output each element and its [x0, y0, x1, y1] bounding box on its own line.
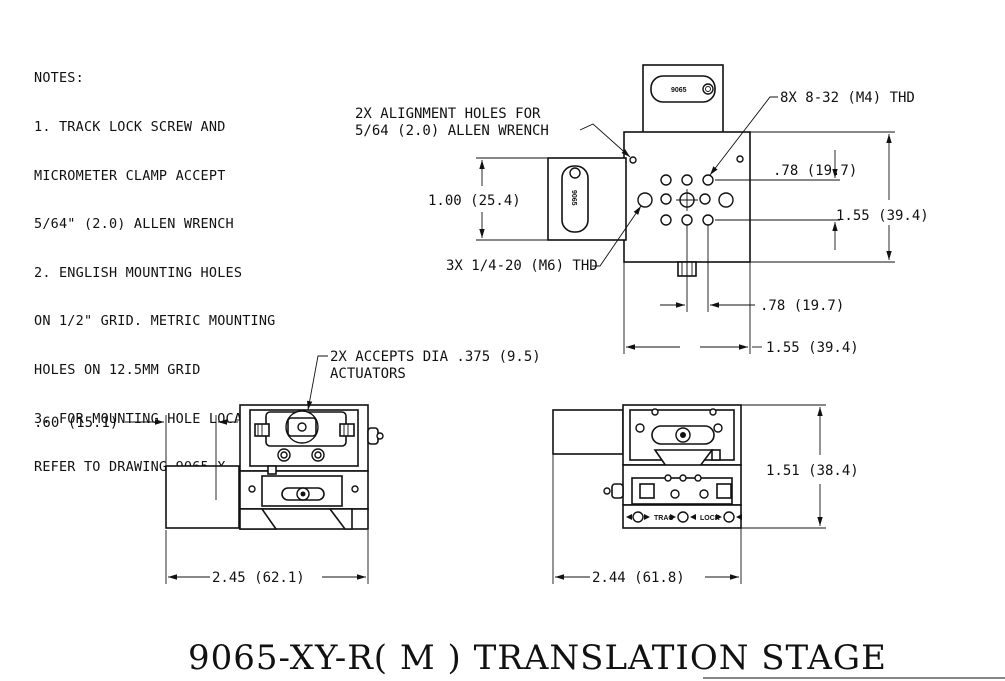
dim-hole-spacing-h: .78 (19.7)	[760, 298, 844, 314]
thread-hole-832	[660, 174, 672, 186]
actuator-label-1: 2X ACCEPTS DIA .375 (9.5)	[330, 349, 541, 365]
thread-hole-832	[660, 193, 672, 205]
drawing-title: 9065-XY-R( M ) TRANSLATION STAGE	[188, 638, 887, 678]
dim-side-height: 1.00 (25.4)	[428, 193, 521, 209]
alignment-holes-label-1: 2X ALIGNMENT HOLES FOR	[355, 106, 541, 122]
top-logo-plate	[650, 75, 716, 103]
actuator-label-2: ACTUATORS	[330, 366, 406, 382]
thread-hole-832	[702, 174, 714, 186]
notes-line-1: 1. TRACK LOCK SCREW AND	[34, 119, 226, 136]
notes-block: NOTES: 1. TRACK LOCK SCREW AND MICROMETE…	[34, 38, 276, 492]
lock-label: LOCK	[700, 515, 720, 522]
top-logo-screw	[702, 83, 714, 95]
thread-hole-832	[681, 174, 693, 186]
thread-hole-1420	[718, 192, 734, 208]
side-left-knob	[611, 483, 624, 499]
thread-hole-832	[699, 193, 711, 205]
dim-front-offset: .60 (15.1)	[34, 415, 118, 431]
top-logo-text: 9065	[671, 87, 687, 94]
thread-8x-label: 8X 8-32 (M4) THD	[780, 90, 915, 106]
alignment-hole-1	[629, 156, 637, 164]
notes-line-4: 2. ENGLISH MOUNTING HOLES	[34, 264, 243, 281]
notes-line-2: MICROMETER CLAMP ACCEPT	[34, 167, 226, 184]
side-logo-plate	[561, 165, 589, 233]
notes-line-3: 5/64" (2.0) ALLEN WRENCH	[34, 216, 234, 233]
trac-screw	[632, 511, 644, 523]
side-logo-screw	[569, 167, 581, 179]
center-screw	[677, 511, 689, 523]
side-left-block	[552, 409, 624, 455]
alignment-holes-label-2: 5/64 (2.0) ALLEN WRENCH	[355, 123, 549, 139]
dim-side-height-total: 1.51 (38.4)	[766, 463, 859, 479]
notes-line-7: 3. FOR MOUNTING HOLE LOCATION	[34, 410, 276, 427]
side-view: TRAC LOCK 1.51 (38.4) 2.44 (61.8)	[552, 404, 859, 586]
alignment-hole-2	[736, 155, 744, 163]
thread-hole-832	[681, 214, 693, 226]
dim-total-height: 1.55 (39.4)	[836, 208, 929, 224]
lock-screw	[723, 511, 735, 523]
front-left-block	[165, 465, 240, 529]
side-logo-text: 9065	[570, 190, 577, 206]
dim-total-width: 1.55 (39.4)	[766, 340, 859, 356]
dim-front-width: 2.45 (62.1)	[212, 570, 305, 586]
front-view: 2X ACCEPTS DIA .375 (9.5) ACTUATORS .60 …	[34, 349, 541, 586]
dim-side-width: 2.44 (61.8)	[592, 570, 685, 586]
notes-line-6: HOLES ON 12.5MM GRID	[34, 362, 201, 379]
notes-line-5: ON 1/2" GRID. METRIC MOUNTING	[34, 313, 276, 330]
thread-hole-1420	[637, 192, 653, 208]
trac-label: TRAC	[654, 515, 673, 522]
dim-hole-spacing-v: .78 (19.7)	[773, 163, 857, 179]
notes-heading: NOTES:	[34, 70, 84, 87]
thread-3x-label: 3X 1/4-20 (M6) THD	[446, 258, 598, 274]
front-clamp-right	[339, 423, 355, 437]
thread-hole-832	[660, 214, 672, 226]
thread-hole-832	[702, 214, 714, 226]
top-view: 9065 9065 2	[355, 64, 929, 356]
